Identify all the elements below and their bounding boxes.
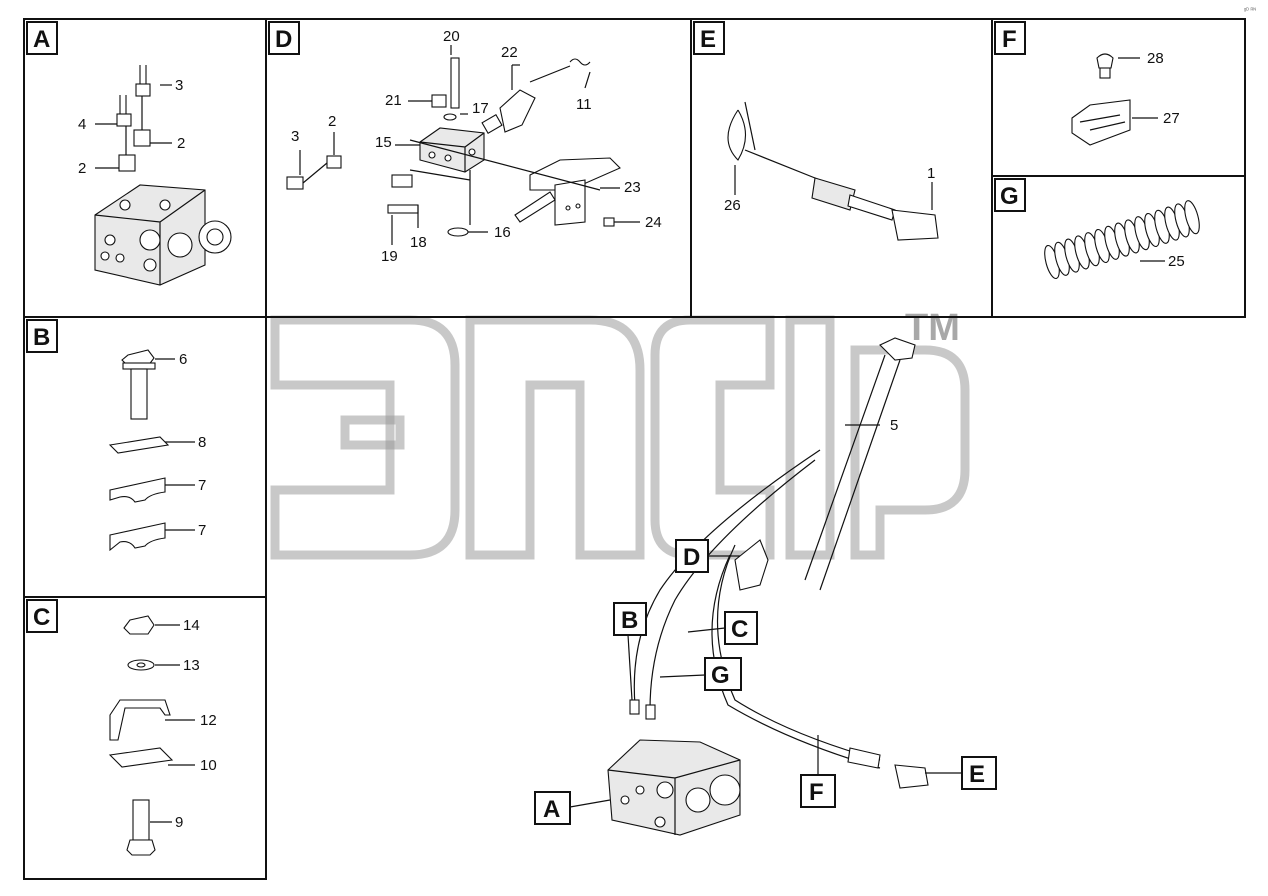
panel-d-drawing: 20 22 21 17 11 3 2 15 23 24 19 18 16 [286,28,662,265]
callout-d-20: 20 [443,28,460,45]
panel-c-drawing: 14 13 12 10 9 [108,615,217,856]
main-label-e: E [969,761,985,788]
callout-f-27: 27 [1163,110,1180,127]
panel-b-drawing: 6 8 7 7 [108,349,206,552]
panel-g-drawing: 25 [1044,200,1200,280]
callout-d-18: 18 [410,234,427,251]
panel-frames [23,18,1246,880]
panel-label-c: C [33,604,50,631]
callout-d-22: 22 [501,44,518,61]
callout-b-7a: 7 [198,477,206,494]
callout-c-12: 12 [200,712,217,729]
callout-e-1: 1 [927,165,935,182]
panel-label-a: A [33,26,50,53]
callout-d-16: 16 [494,224,511,241]
main-label-c: C [731,616,748,643]
callout-c-10: 10 [200,757,217,774]
callout-c-13: 13 [183,657,200,674]
callout-g-25: 25 [1168,253,1185,270]
spring-coil [1184,200,1200,235]
main-label-g: G [711,662,730,689]
main-label-a: A [543,796,560,823]
callout-a-2b: 2 [78,160,86,177]
panel-label-f: F [1002,26,1017,53]
callout-d-17: 17 [472,100,489,117]
main-label-d: D [683,544,700,571]
panel-label-g: G [1000,183,1019,210]
callout-f-28: 28 [1147,50,1164,67]
main-assembly-drawing: 5 [569,337,962,836]
callout-b-7b: 7 [198,522,206,539]
panel-e-drawing: 26 1 [724,101,939,241]
callout-c-14: 14 [183,617,200,634]
callout-d-19: 19 [381,248,398,265]
main-label-f: F [809,779,824,806]
callout-d-15: 15 [375,134,392,151]
panel-label-b: B [33,324,50,351]
corner-note: ᵍᴰ ᴿᴺ [1244,7,1256,14]
callout-d-11: 11 [576,96,592,113]
callout-d-2: 2 [328,113,336,130]
watermark-logo: TM [270,307,970,560]
callout-e-26: 26 [724,197,741,214]
main-label-boxes: D B C G A F E [534,539,997,825]
trademark-text: TM [905,307,960,349]
callout-b-6: 6 [179,351,187,368]
callout-c-9: 9 [175,814,183,831]
main-label-b: B [621,607,638,634]
callout-b-8: 8 [198,434,206,451]
callout-d-23: 23 [624,179,641,196]
panel-a-drawing: 3 4 2 2 [78,65,232,286]
panel-label-e: E [700,26,716,53]
callout-d-24: 24 [645,214,662,231]
panel-letter-boxes: A D E F G B C [26,21,1026,633]
panel-label-d: D [275,26,292,53]
callout-main-5: 5 [890,417,898,434]
callout-a-3: 3 [175,77,183,94]
callout-a-4: 4 [78,116,86,133]
callout-d-21: 21 [385,92,402,109]
callout-d-3: 3 [291,128,299,145]
panel-f-drawing: 28 27 [1071,50,1180,146]
callout-a-2a: 2 [177,135,185,152]
